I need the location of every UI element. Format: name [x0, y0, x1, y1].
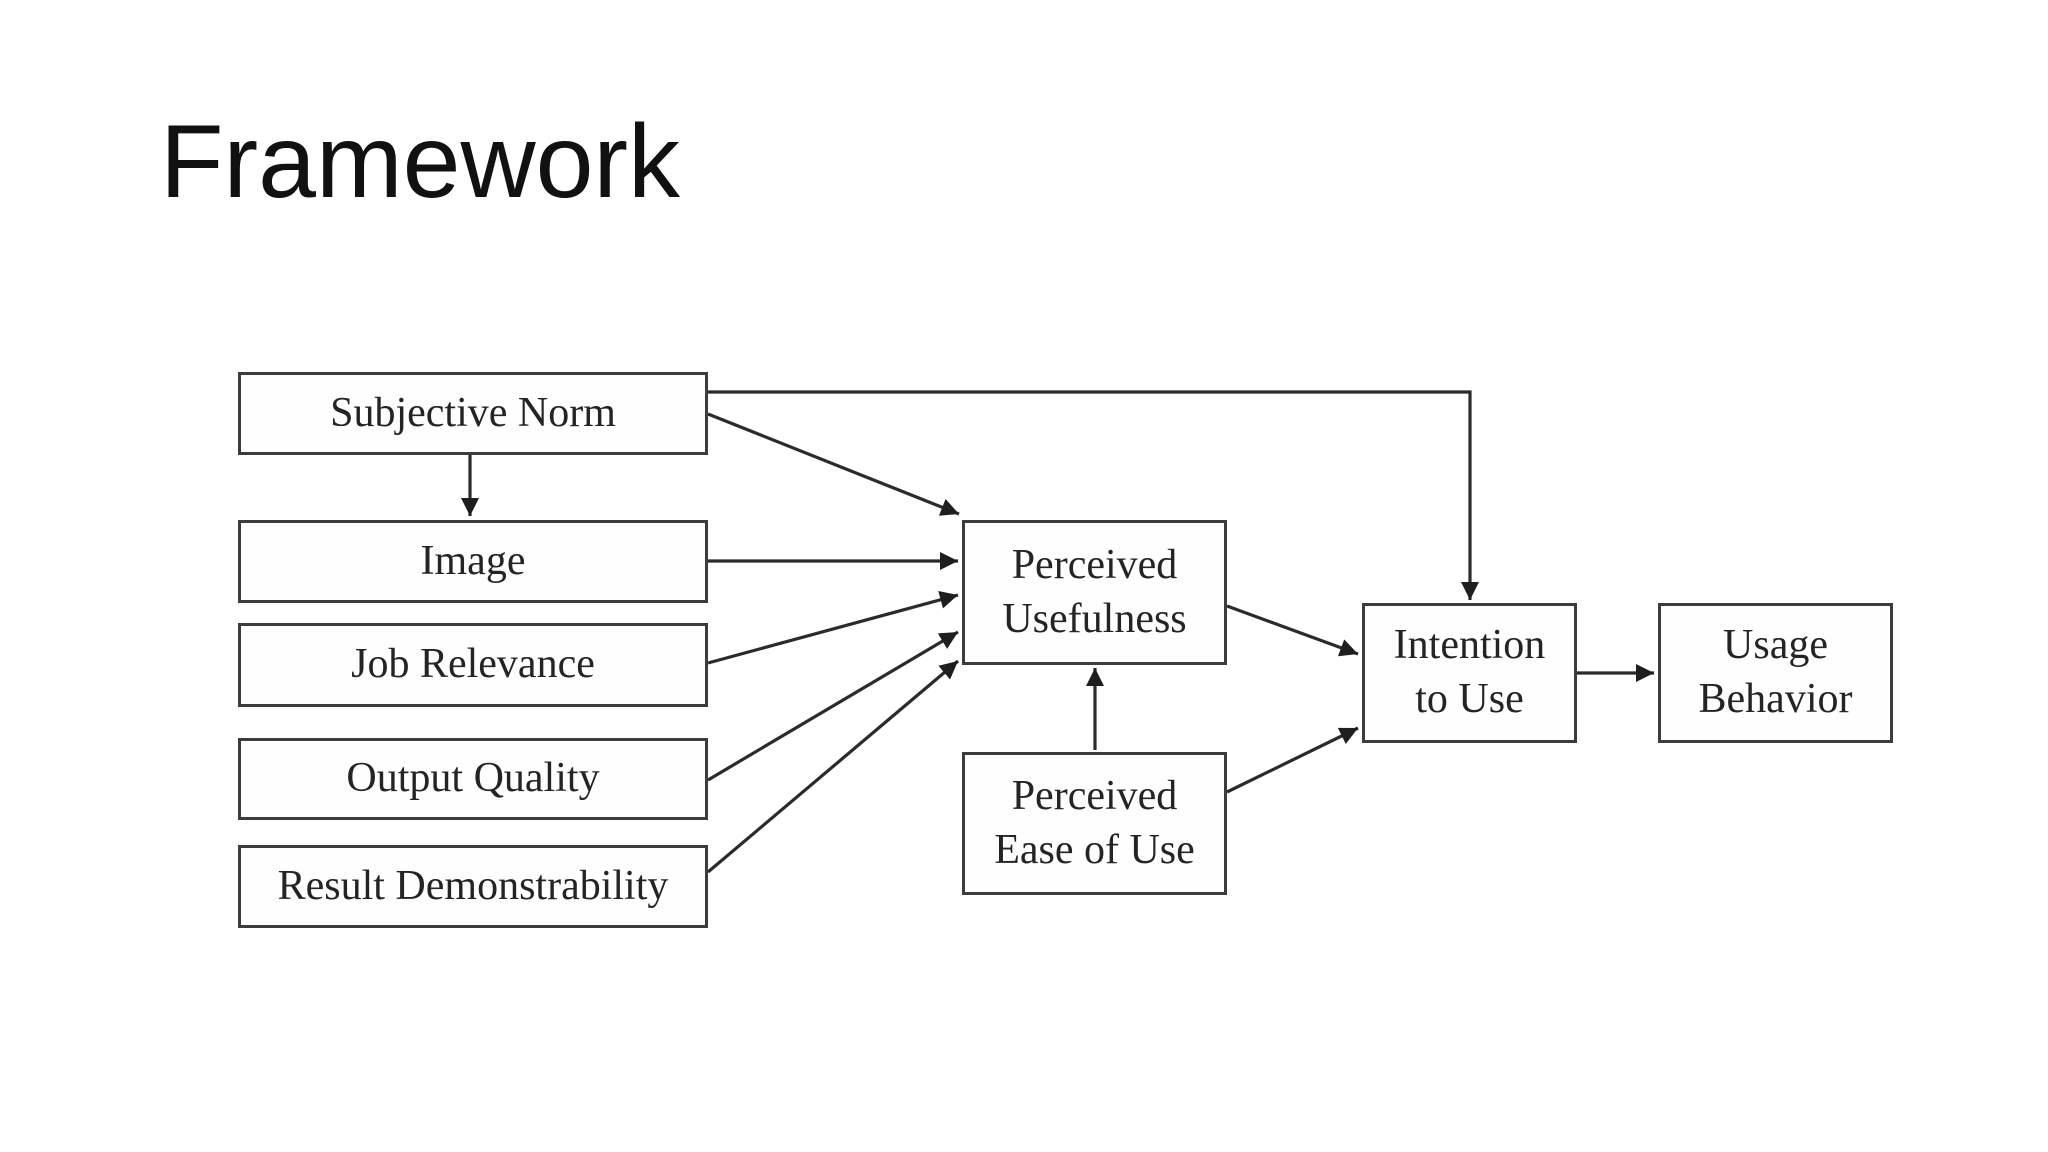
node-intention-to-use-label-line: Intention — [1393, 622, 1546, 669]
edge-subjective-norm-to-intention-to-use — [708, 390, 1479, 600]
node-usage-behavior-label-line: Usage — [1723, 622, 1828, 669]
node-intention-to-use: Intention to Use — [1362, 603, 1577, 743]
node-usage-behavior-label-line: Behavior — [1698, 676, 1853, 722]
node-perceived-ease-of-use-label-line: Ease of Use — [994, 826, 1195, 873]
edge-subjective-norm-to-perceived-usefulness — [707, 412, 960, 516]
node-image-label-line: Image — [420, 537, 526, 584]
node-perceived-ease-of-use-label-line: Perceived — [1011, 772, 1178, 819]
node-job-relevance-label-line: Job Relevance — [351, 641, 595, 688]
node-subjective-norm: Subjective Norm — [238, 372, 708, 455]
node-output-quality: Output Quality — [238, 738, 708, 820]
edge-result-demonstrability-to-perceived-usefulness — [706, 659, 960, 874]
edge-job-relevance-to-perceived-usefulness — [707, 591, 959, 665]
node-output-quality-label-line: Output Quality — [346, 755, 600, 802]
node-intention-to-use-label-line: to Use — [1415, 676, 1524, 722]
slide-title: Framework — [160, 104, 681, 220]
node-result-demonstrability: Result Demonstrability — [238, 845, 708, 928]
edge-output-quality-to-perceived-usefulness — [707, 630, 959, 782]
node-image: Image — [238, 520, 708, 603]
edge-perceived-usefulness-to-intention-to-use — [1226, 604, 1359, 657]
node-result-demonstrability-label-line: Result Demonstrability — [277, 862, 669, 909]
node-perceived-usefulness-label-line: Usefulness — [1002, 595, 1187, 642]
node-job-relevance: Job Relevance — [238, 623, 708, 707]
node-subjective-norm-label-line: Subjective Norm — [330, 389, 616, 436]
edge-perceived-ease-of-use-to-intention-to-use — [1226, 726, 1359, 794]
node-perceived-usefulness-label-line: Perceived — [1011, 541, 1178, 588]
